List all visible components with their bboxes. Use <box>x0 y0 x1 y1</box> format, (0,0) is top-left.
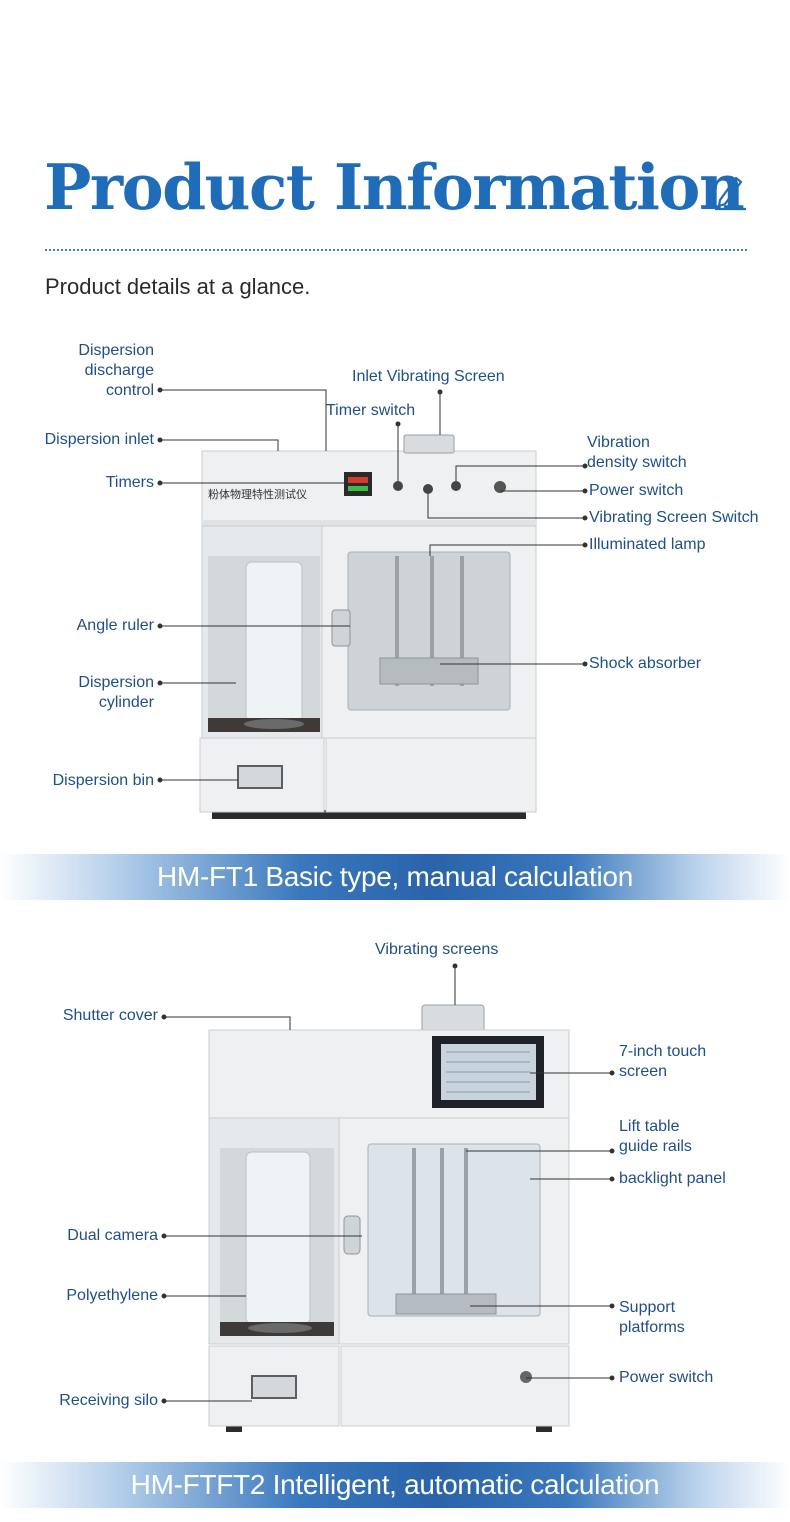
switch-knobs <box>393 481 506 494</box>
label-backlight-panel: backlight panel <box>619 1170 726 1187</box>
inlet-vibrating-screen <box>403 434 455 454</box>
label-inlet-vibrating-screen: Inlet Vibrating Screen <box>352 368 505 385</box>
label-vibration-density-switch: Vibration density switch <box>587 434 687 471</box>
product2-illustration <box>161 963 615 1432</box>
door-handle <box>331 609 351 647</box>
polyethylene-cylinder <box>245 1151 311 1325</box>
label-lift-table-guide-rails: Lift table guide rails <box>619 1118 692 1155</box>
product1-base <box>212 810 526 819</box>
product1-banner: HM-FT1 Basic type, manual calculation <box>0 854 790 900</box>
product2-lower-cabinet <box>340 1345 570 1427</box>
label-angle-ruler: Angle ruler <box>76 617 154 634</box>
bin-handle <box>237 765 283 789</box>
label-vibrating-screen-switch: Vibrating Screen Switch <box>589 509 759 526</box>
product2-banner-text: HM-FTFT2 Intelligent, automatic calculat… <box>130 1469 660 1500</box>
support-platforms <box>395 1293 497 1315</box>
label-polyethylene: Polyethylene <box>66 1287 158 1304</box>
label-dual-camera: Dual camera <box>67 1227 158 1244</box>
product1-panel-text: 粉体物理特性测试仪 <box>208 487 307 501</box>
label-power-switch: Power switch <box>589 482 684 499</box>
power-knob <box>520 1371 532 1383</box>
label-timers: Timers <box>105 474 154 491</box>
product1-top-housing <box>201 450 537 527</box>
dispersion-cylinder <box>245 561 303 725</box>
product1-illustration: 粉体物理特性测试仪 <box>157 387 588 819</box>
label-touch-screen: 7-inch touch screen <box>619 1043 707 1080</box>
label-timer-switch: Timer switch <box>326 402 416 419</box>
label-dispersion-discharge-control: Dispersion discharge control <box>78 342 154 399</box>
page-title: Product Information <box>44 150 745 224</box>
product2-banner: HM-FTFT2 Intelligent, automatic calculat… <box>0 1462 790 1508</box>
label-dispersion-inlet: Dispersion inlet <box>44 431 154 448</box>
timer-display <box>344 472 372 496</box>
label-dispersion-cylinder: Dispersion cylinder <box>78 674 154 711</box>
label-power-switch-2: Power switch <box>619 1369 714 1386</box>
door-handle <box>343 1215 361 1255</box>
label-shutter-cover: Shutter cover <box>62 1007 158 1024</box>
product1-window <box>347 551 511 711</box>
label-vibrating-screens: Vibrating screens <box>375 941 499 958</box>
label-support-platforms: Support platforms <box>619 1299 685 1336</box>
label-illuminated-lamp: Illuminated lamp <box>589 536 706 553</box>
product1-banner-text: HM-FT1 Basic type, manual calculation <box>157 861 633 892</box>
backlight-panel <box>367 1143 541 1317</box>
page-subtitle: Product details at a glance. <box>45 274 311 299</box>
dotted-divider <box>45 249 747 251</box>
pencil-edit-icon <box>715 176 746 211</box>
product1-lower-cabinet <box>325 737 537 813</box>
label-dispersion-bin: Dispersion bin <box>52 772 154 789</box>
shock-absorber <box>379 657 479 685</box>
silo-handle <box>251 1375 297 1399</box>
label-receiving-silo: Receiving silo <box>59 1392 158 1409</box>
label-shock-absorber: Shock absorber <box>589 655 702 672</box>
vibrating-screens <box>421 1004 485 1034</box>
